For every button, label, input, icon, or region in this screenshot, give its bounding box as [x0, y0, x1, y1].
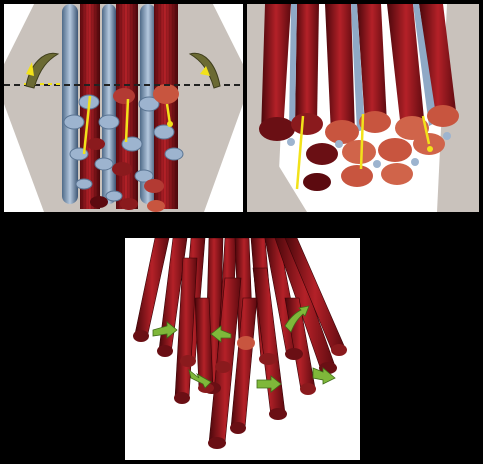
panel-top-right	[247, 4, 479, 212]
yellow-marker-dot	[427, 146, 433, 152]
rod-bundle-splayed-view	[125, 238, 360, 460]
rod-bundle-side-view	[247, 4, 479, 212]
rod-bundle-front-view	[4, 4, 243, 212]
yellow-marker-dot	[167, 121, 173, 127]
panel-top-left	[4, 4, 243, 212]
panel-bottom	[125, 238, 360, 460]
